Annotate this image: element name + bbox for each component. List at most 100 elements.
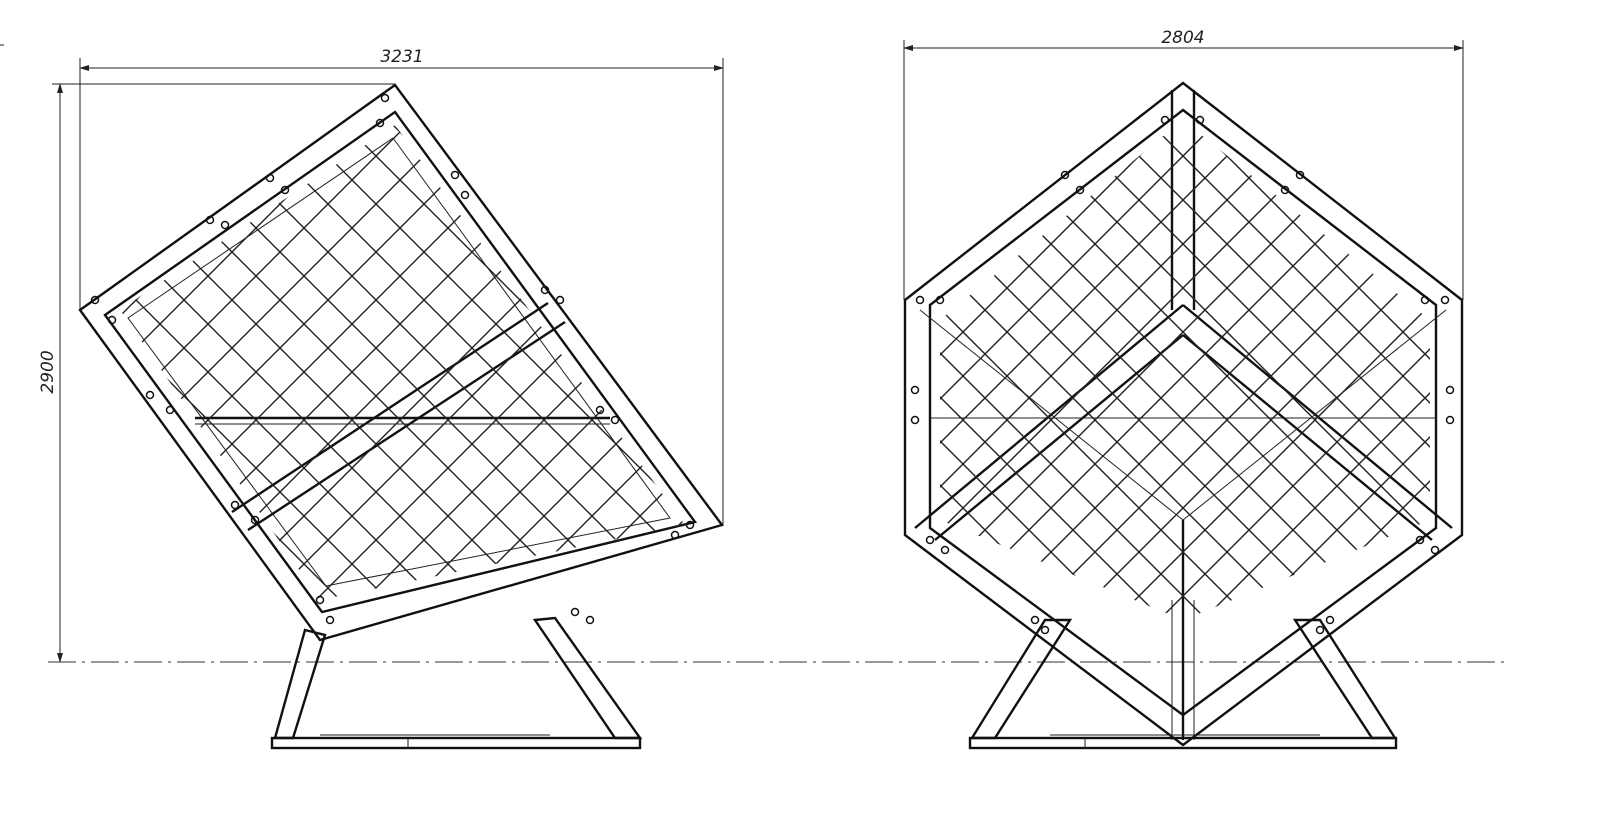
right-view-cube-frame: [903, 81, 1464, 747]
bolt-icon: [935, 295, 945, 305]
net-rope: [120, 125, 461, 600]
bolt-icon: [940, 545, 950, 555]
right-view-bolts: [910, 115, 1455, 635]
bolt-icon: [910, 385, 920, 395]
bolt-icon: [230, 500, 240, 510]
net-rope: [940, 120, 1220, 620]
net-rope: [1234, 120, 1430, 620]
left-view-cube-frame: [78, 83, 724, 642]
bolt-icon: [165, 405, 175, 415]
net-rope: [120, 125, 317, 600]
bolt-icon: [145, 390, 155, 400]
bolt-icon: [555, 295, 565, 305]
bolt-icon: [570, 607, 580, 617]
bolt-icon: [325, 615, 335, 625]
net-rope: [1190, 120, 1430, 620]
net-rope: [120, 125, 365, 600]
bolt-icon: [375, 118, 385, 128]
net-rope: [1014, 120, 1430, 620]
bolt-icon: [250, 515, 260, 525]
net-rope: [120, 125, 413, 600]
bolt-icon: [1030, 615, 1040, 625]
net-rope: [1146, 120, 1430, 620]
bolt-icon: [280, 185, 290, 195]
right-width-label: 2804: [1161, 28, 1204, 48]
net-rope: [387, 125, 685, 600]
net-rope: [1102, 120, 1430, 620]
bolt-icon: [205, 215, 215, 225]
net-rope: [291, 125, 685, 600]
net-rope: [483, 125, 685, 600]
bolt-icon: [1415, 535, 1425, 545]
bolt-icon: [450, 170, 460, 180]
net-rope: [120, 125, 317, 600]
bolt-icon: [685, 520, 695, 530]
bolt-icon: [460, 190, 470, 200]
bolt-icon: [1445, 415, 1455, 425]
right-width-dimension: 2804: [903, 28, 1464, 300]
bolt-icon: [585, 615, 595, 625]
net-rope: [970, 120, 1430, 620]
bolt-icon: [1445, 385, 1455, 395]
net-rope: [1058, 120, 1430, 620]
net-rope: [483, 125, 685, 600]
bolt-icon: [90, 295, 100, 305]
net-rope: [147, 125, 685, 600]
bolt-icon: [1280, 185, 1290, 195]
bolt-icon: [910, 415, 920, 425]
net-rope: [120, 125, 461, 600]
bolt-icon: [1315, 625, 1325, 635]
left-height-label: 2900: [38, 350, 58, 393]
left-view-bolts: [90, 93, 695, 625]
net-rope: [1058, 120, 1430, 620]
bolt-icon: [610, 415, 620, 425]
bolt-icon: [315, 595, 325, 605]
bolt-icon: [1040, 625, 1050, 635]
net-rope: [940, 120, 1352, 620]
bolt-icon: [265, 173, 275, 183]
net-rope: [120, 125, 685, 600]
net-rope: [435, 125, 685, 600]
bolt-icon: [220, 220, 230, 230]
right-view-stand: [968, 618, 1398, 750]
bolt-icon: [1295, 170, 1305, 180]
bolt-icon: [915, 295, 925, 305]
net-rope: [387, 125, 685, 600]
net-rope: [1146, 120, 1430, 620]
net-rope: [940, 120, 1396, 620]
left-view-stand: [270, 616, 643, 750]
net-rope: [940, 120, 1264, 620]
bolt-icon: [1430, 545, 1440, 555]
bolt-icon: [1440, 295, 1450, 305]
net-rope: [435, 125, 685, 600]
net-rope: [339, 125, 685, 600]
net-rope: [940, 120, 1308, 620]
net-rope: [940, 120, 1176, 620]
net-rope: [120, 125, 413, 600]
net-rope: [243, 125, 685, 600]
net-rope: [120, 125, 557, 600]
net-rope: [120, 125, 509, 600]
left-height-dimension: 2900: [38, 83, 395, 663]
net-rope: [120, 125, 557, 600]
bolt-icon: [540, 285, 550, 295]
net-rope: [1234, 120, 1430, 620]
bolt-icon: [670, 530, 680, 540]
left-width-label: 3231: [380, 47, 423, 67]
net-rope: [940, 120, 1088, 620]
bolt-icon: [595, 405, 605, 415]
left-width-dimension: 3231: [79, 47, 724, 525]
bolt-icon: [925, 535, 935, 545]
net-rope: [195, 125, 685, 600]
bolt-icon: [1420, 295, 1430, 305]
bolt-icon: [1325, 615, 1335, 625]
bolt-icon: [1075, 185, 1085, 195]
net-rope: [1190, 120, 1430, 620]
net-rope: [940, 120, 1088, 620]
bolt-icon: [107, 315, 117, 325]
bolt-icon: [1195, 115, 1205, 125]
bolt-icon: [1160, 115, 1170, 125]
bolt-icon: [380, 93, 390, 103]
